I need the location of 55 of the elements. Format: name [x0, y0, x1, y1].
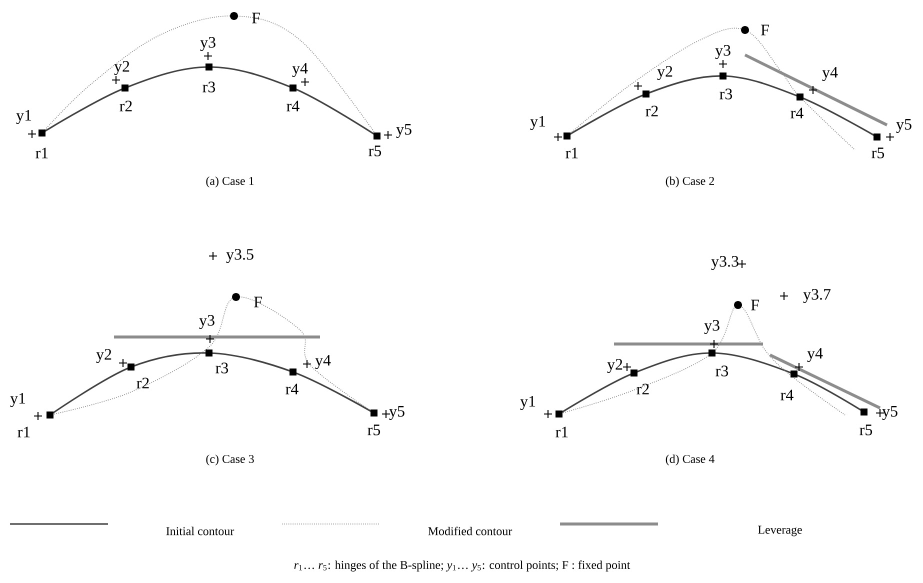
point-label: F	[761, 24, 769, 36]
point-label: y5	[389, 406, 404, 420]
point-label: F	[252, 12, 260, 24]
point-label: y3	[199, 314, 214, 330]
point-label: r3	[216, 362, 228, 374]
point-label: r4	[790, 108, 804, 118]
point-label: y3	[715, 44, 730, 60]
point-label: r1	[18, 426, 30, 438]
panel-caption: (d) Case 4	[666, 454, 714, 466]
point-label: r3	[202, 82, 216, 92]
point-label: y5	[882, 406, 898, 420]
point-label: y5	[896, 119, 912, 133]
point-label: r1	[556, 426, 568, 438]
point-label: y3	[200, 36, 216, 52]
point-label: r5	[872, 148, 884, 158]
point-label: y3.5	[226, 248, 254, 264]
panel-caption: (b) Case 2	[666, 176, 714, 188]
point-label: r3	[716, 366, 728, 376]
point-label: r2	[136, 378, 149, 388]
point-label: y2	[657, 66, 672, 80]
point-label: y1	[520, 396, 536, 410]
point-label: y4	[315, 355, 331, 369]
point-label: y2	[96, 348, 112, 364]
point-label: y5	[396, 124, 412, 138]
point-label: r4	[780, 390, 794, 400]
figure-caption: r$_{1}$… r$_{5}$: hinges of the B-spline; y$_{1}$… y$_{5}$: control points; F : fixed point	[294, 560, 630, 572]
point-label: y1	[530, 116, 546, 130]
point-label: y4	[292, 63, 308, 77]
point-label: r2	[636, 384, 649, 394]
point-label: r5	[860, 424, 872, 436]
point-label: y4	[807, 348, 823, 362]
point-label: y3.7	[803, 288, 831, 304]
point-label: r1	[566, 148, 578, 158]
point-label: y3	[704, 320, 720, 334]
point-label: r5	[368, 146, 382, 156]
point-label: r4	[286, 100, 300, 112]
point-label: y4	[822, 67, 838, 81]
point-label: F	[254, 296, 262, 308]
point-label: r4	[286, 384, 298, 394]
point-label: r3	[720, 88, 732, 100]
legend-label: Modified contour	[428, 526, 512, 536]
point-label: y2	[114, 60, 130, 76]
point-label: y1	[10, 393, 26, 407]
legend-label: Initial contour	[166, 526, 234, 536]
point-label: r1	[36, 148, 48, 158]
point-label: r2	[120, 100, 132, 112]
point-label: F	[751, 300, 759, 310]
point-label: y3.3	[711, 256, 738, 270]
point-label: r5	[368, 424, 380, 436]
panel-caption: (c) Case 3	[206, 454, 254, 466]
point-label: y2	[607, 358, 622, 374]
point-label: y1	[16, 110, 32, 124]
point-label: r2	[646, 106, 658, 116]
legend-label: Leverage	[758, 526, 802, 536]
panel-caption: (a) Case 1	[206, 176, 254, 188]
